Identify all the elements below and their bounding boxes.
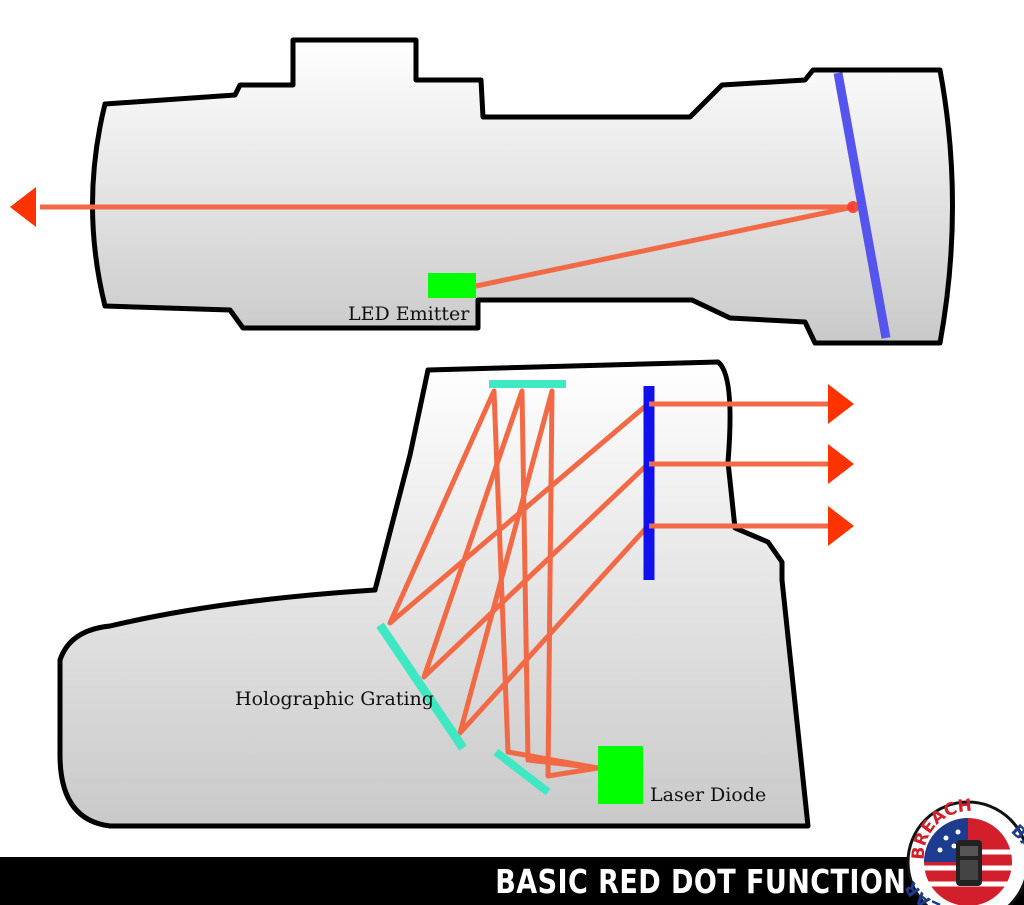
red-dot-sight-housing (90, 37, 955, 346)
output-arrow-1-icon (828, 384, 854, 424)
brand-logo-icon: BREACH EAR BANG (902, 796, 1024, 905)
led-emitter (428, 273, 476, 298)
internal-beams (387, 388, 650, 779)
led-beam (475, 204, 854, 289)
reflector-lens (833, 72, 891, 339)
output-arrow-3-icon (828, 506, 854, 546)
laser-diode (598, 746, 643, 804)
footer-bar (0, 857, 1024, 905)
output-arrow-2-icon (828, 444, 854, 484)
dot-reflection-point (847, 201, 859, 213)
laser-diode-label: Laser Diode (650, 784, 766, 806)
led-emitter-label: LED Emitter (348, 303, 470, 325)
collimating-mirror (493, 748, 551, 796)
holographic-sight-housing (57, 359, 811, 829)
output-beams (649, 401, 830, 529)
output-arrow-icon (10, 187, 36, 227)
holographic-grating-label: Holographic Grating (235, 688, 434, 710)
footer-title: BASIC RED DOT FUNCTION (494, 862, 906, 901)
holographic-grating (376, 622, 467, 751)
